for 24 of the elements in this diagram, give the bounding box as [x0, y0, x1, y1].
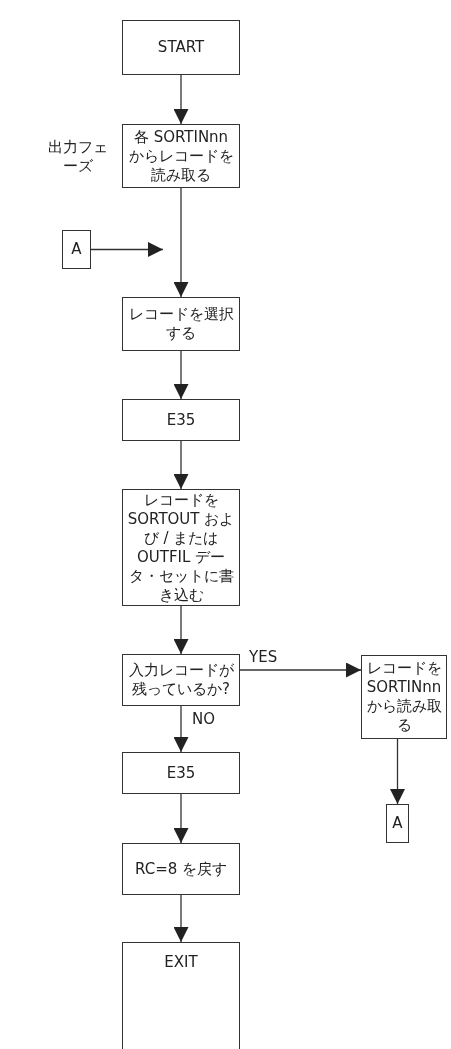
arrow: [173, 793, 189, 844]
connector-box: A: [386, 804, 409, 843]
process-box: E35: [122, 399, 240, 441]
arrow: [173, 894, 189, 943]
arrow: [390, 738, 405, 805]
process-box: 各 SORTINnn からレコードを読み取る: [122, 124, 240, 188]
arrow: [173, 350, 189, 400]
arrow: [173, 187, 189, 298]
arrow: [173, 74, 189, 125]
process-box: E35: [122, 752, 240, 794]
process-box: レコードを SORTINnn から読み取る: [361, 655, 447, 739]
phase-label: 出力フェーズ: [47, 138, 109, 176]
start-box: START: [122, 20, 240, 75]
arrow: [173, 605, 189, 655]
arrow: [239, 662, 362, 678]
arrow: [173, 440, 189, 490]
end-box: EXIT: [122, 942, 240, 1049]
connector-box: A: [62, 230, 91, 269]
process-box: レコードを選択する: [122, 297, 240, 351]
arrow: [173, 705, 189, 753]
decision-box: 入力レコードが残っているか?: [122, 654, 240, 706]
process-box: RC=8 を戻す: [122, 843, 240, 895]
process-box: レコードを SORTOUT および / または OUTFIL データ・セットに書き込む: [122, 489, 240, 606]
arrow: [90, 242, 164, 257]
